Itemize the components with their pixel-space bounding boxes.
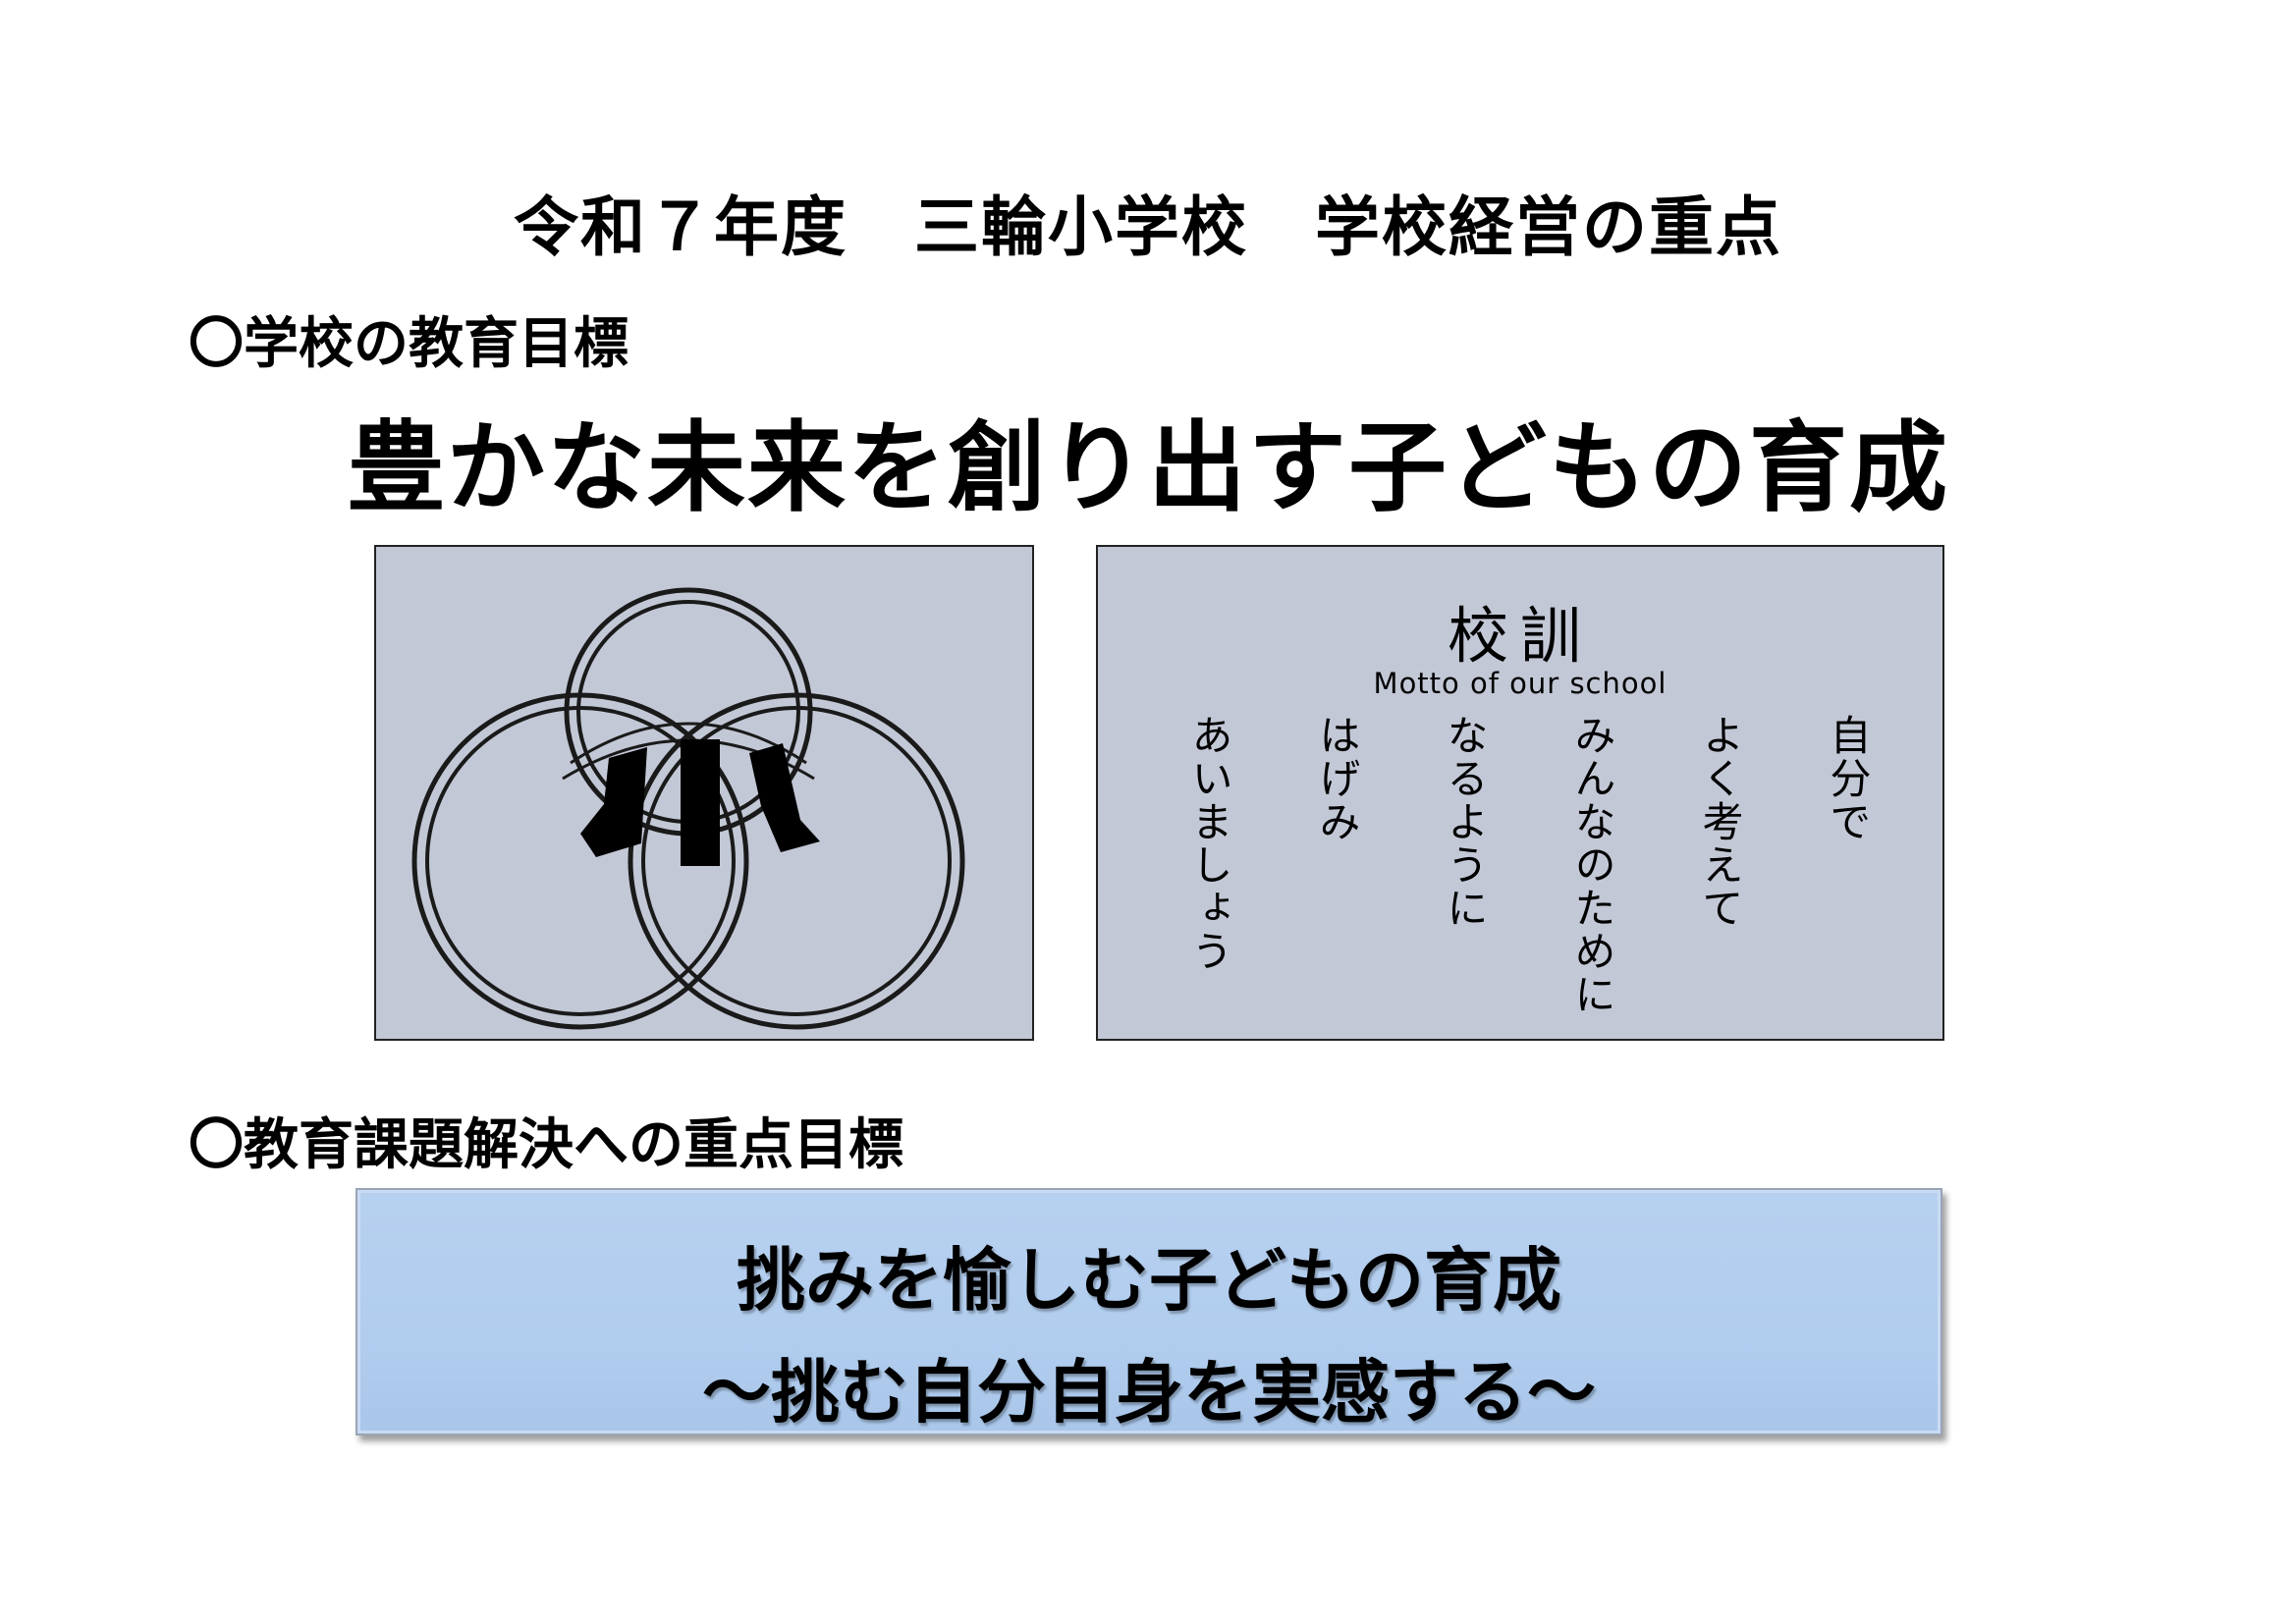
emblem-panel — [374, 545, 1034, 1041]
emblem-ring-right-inner — [641, 706, 952, 1016]
focus-goal-heading: 〇教育課題解決への重点目標 — [189, 1113, 903, 1177]
emblem-ring-left — [411, 692, 749, 1030]
focus-goal-box: 挑みを愉しむ子どもの育成 ～挑む自分自身を実感する～ — [355, 1188, 1942, 1435]
education-goal-heading: 〇学校の教育目標 — [189, 312, 629, 376]
page-title: 令和７年度 三輪小学校 学校経営の重点 — [514, 189, 1782, 265]
motto-line-2: よく考えて — [1696, 714, 1744, 930]
focus-goal-line-1: 挑みを愉しむ子どもの育成 — [737, 1240, 1561, 1321]
motto-line-5: はげみ — [1313, 714, 1361, 843]
motto-subtitle: Motto of our school — [1373, 667, 1667, 700]
motto-line-3: みんなのために — [1568, 714, 1616, 1016]
focus-goal-line-2: ～挑む自分自身を実感する～ — [702, 1352, 1596, 1433]
motto-panel: 校訓 Motto of our school 自分で よく考えて みんなのために… — [1096, 545, 1944, 1041]
emblem-ring-right — [628, 692, 965, 1030]
motto-line-6: あいましょう — [1185, 714, 1233, 973]
school-emblem-icon — [411, 587, 965, 1030]
education-goal: 豊かな未来を創り出す子どもの育成 — [347, 410, 1949, 525]
motto-line-1: 自分で — [1824, 714, 1872, 843]
emblem-glyph — [580, 739, 820, 866]
motto-title: 校訓 — [1447, 600, 1593, 672]
emblem-ring-left-inner — [425, 706, 736, 1016]
motto-line-4: なるように — [1441, 714, 1489, 930]
